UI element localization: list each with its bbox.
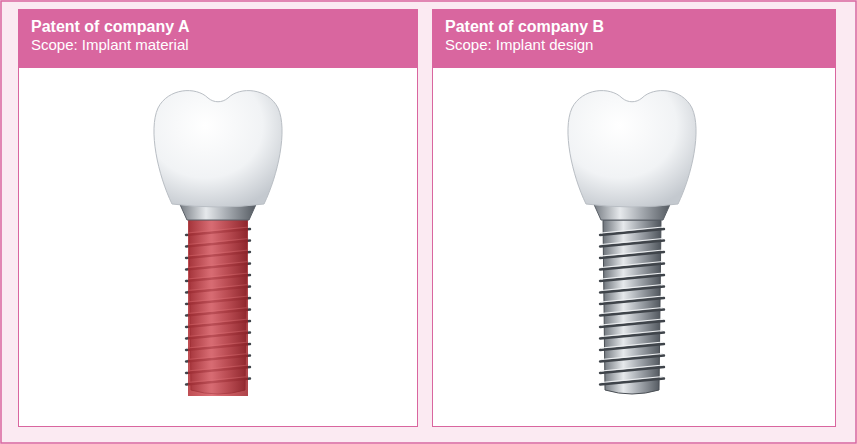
thread-highlight	[601, 227, 663, 233]
thread-highlight	[601, 354, 663, 360]
panel-scope: Scope: Implant material	[31, 36, 405, 54]
thread-highlight	[601, 365, 663, 371]
thread-highlight	[601, 319, 663, 325]
patent-panel: Patent of company BScope: Implant design	[432, 9, 836, 427]
panel-header: Patent of company AScope: Implant materi…	[19, 10, 417, 68]
tooth-crown	[568, 91, 696, 207]
implant-illustration	[154, 91, 282, 396]
panel-title: Patent of company B	[445, 17, 823, 36]
thread-highlight	[601, 377, 663, 383]
thread-highlight	[601, 342, 663, 348]
panel-ground	[432, 9, 836, 427]
patent-panel: Patent of company AScope: Implant materi…	[18, 9, 418, 427]
thread-highlight	[601, 250, 663, 256]
implant-illustration	[568, 91, 696, 394]
thread-highlight	[601, 285, 663, 291]
material-highlight	[188, 220, 248, 396]
thread-highlight	[601, 239, 663, 245]
panel-ground	[18, 9, 418, 427]
thread-highlight	[601, 331, 663, 337]
tooth-crown	[154, 91, 282, 207]
thread-highlight	[601, 262, 663, 268]
panel-scope: Scope: Implant design	[445, 36, 823, 54]
panel-title: Patent of company A	[31, 17, 405, 36]
thread-highlight	[601, 308, 663, 314]
panel-header: Patent of company BScope: Implant design	[433, 10, 835, 68]
thread-highlight	[601, 273, 663, 279]
thread-highlight	[601, 296, 663, 302]
